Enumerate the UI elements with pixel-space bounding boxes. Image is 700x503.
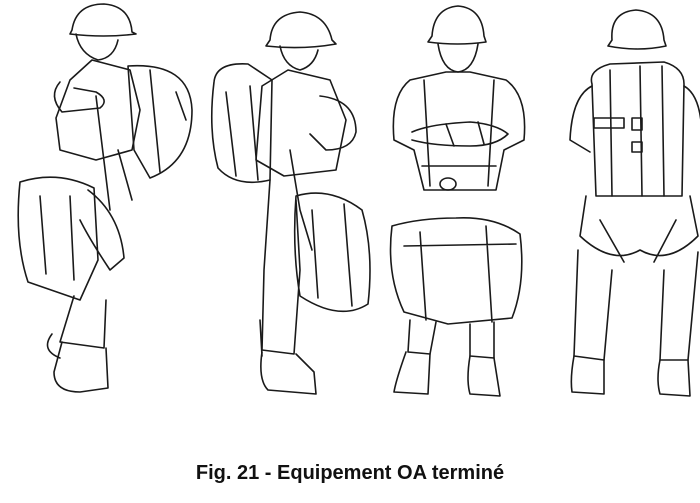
figure-side-right: [210, 11, 371, 395]
figure-side-left: [17, 3, 193, 393]
figure-caption: Fig. 21 - Equipement OA terminé: [195, 462, 505, 484]
figure-back: [569, 9, 700, 397]
paratrooper-illustration: [17, 3, 700, 397]
figure-front: [389, 5, 526, 397]
